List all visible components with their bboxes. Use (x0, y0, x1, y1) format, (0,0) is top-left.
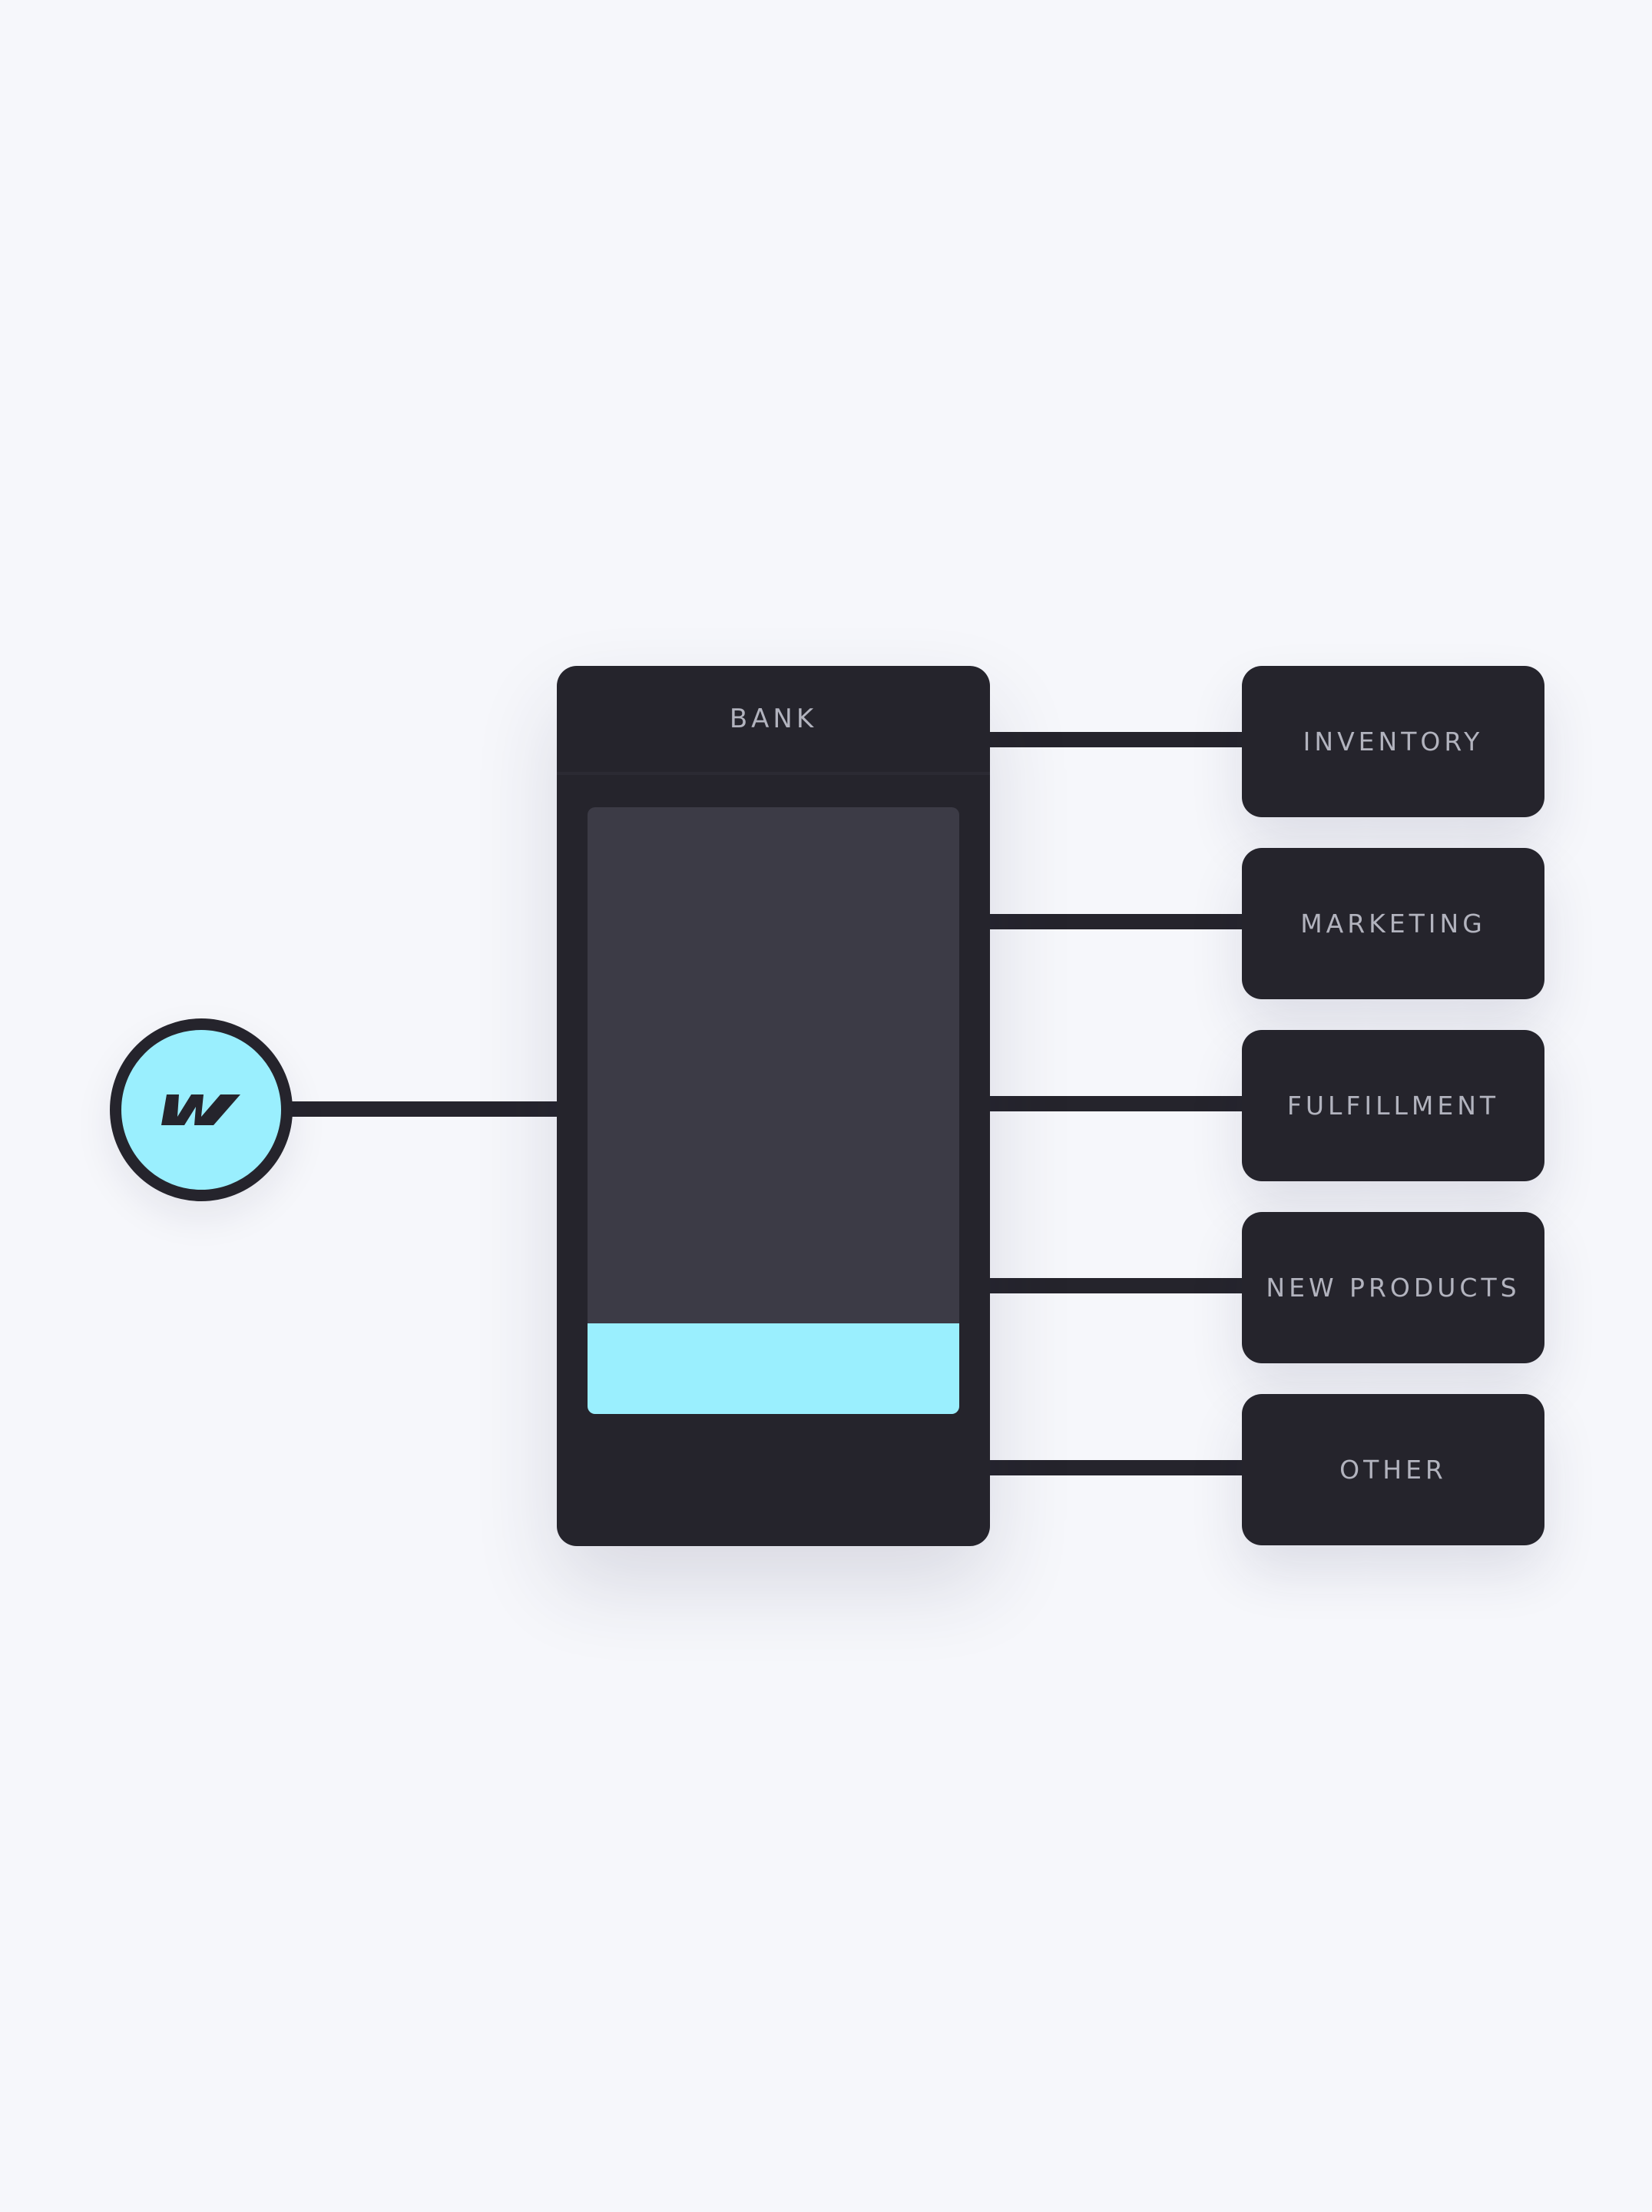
connector-source-to-bank (287, 1101, 564, 1117)
bank-header: BANK (557, 666, 990, 775)
webflow-logo-icon (161, 1094, 240, 1125)
destination-label: NEW PRODUCTS (1266, 1273, 1521, 1303)
destination-inventory: INVENTORY (1242, 666, 1544, 817)
bank-node: BANK (557, 666, 990, 1546)
connector-bank-to-inventory (983, 732, 1248, 747)
destination-marketing: MARKETING (1242, 848, 1544, 999)
destination-label: MARKETING (1300, 909, 1486, 939)
connector-bank-to-marketing (983, 914, 1248, 929)
destination-label: OTHER (1339, 1455, 1447, 1485)
source-node (110, 1018, 293, 1201)
bank-title: BANK (729, 704, 818, 734)
destination-fulfillment: FULFILLMENT (1242, 1030, 1544, 1181)
bank-balance-fill (588, 1323, 959, 1414)
destination-other: OTHER (1242, 1394, 1544, 1545)
destination-new-products: NEW PRODUCTS (1242, 1212, 1544, 1363)
connector-bank-to-new-products (983, 1278, 1248, 1293)
connector-bank-to-fulfillment (983, 1096, 1248, 1111)
connector-bank-to-other (983, 1460, 1248, 1475)
bank-balance-well (588, 807, 959, 1414)
destination-label: INVENTORY (1303, 727, 1484, 757)
destination-label: FULFILLMENT (1286, 1091, 1500, 1121)
